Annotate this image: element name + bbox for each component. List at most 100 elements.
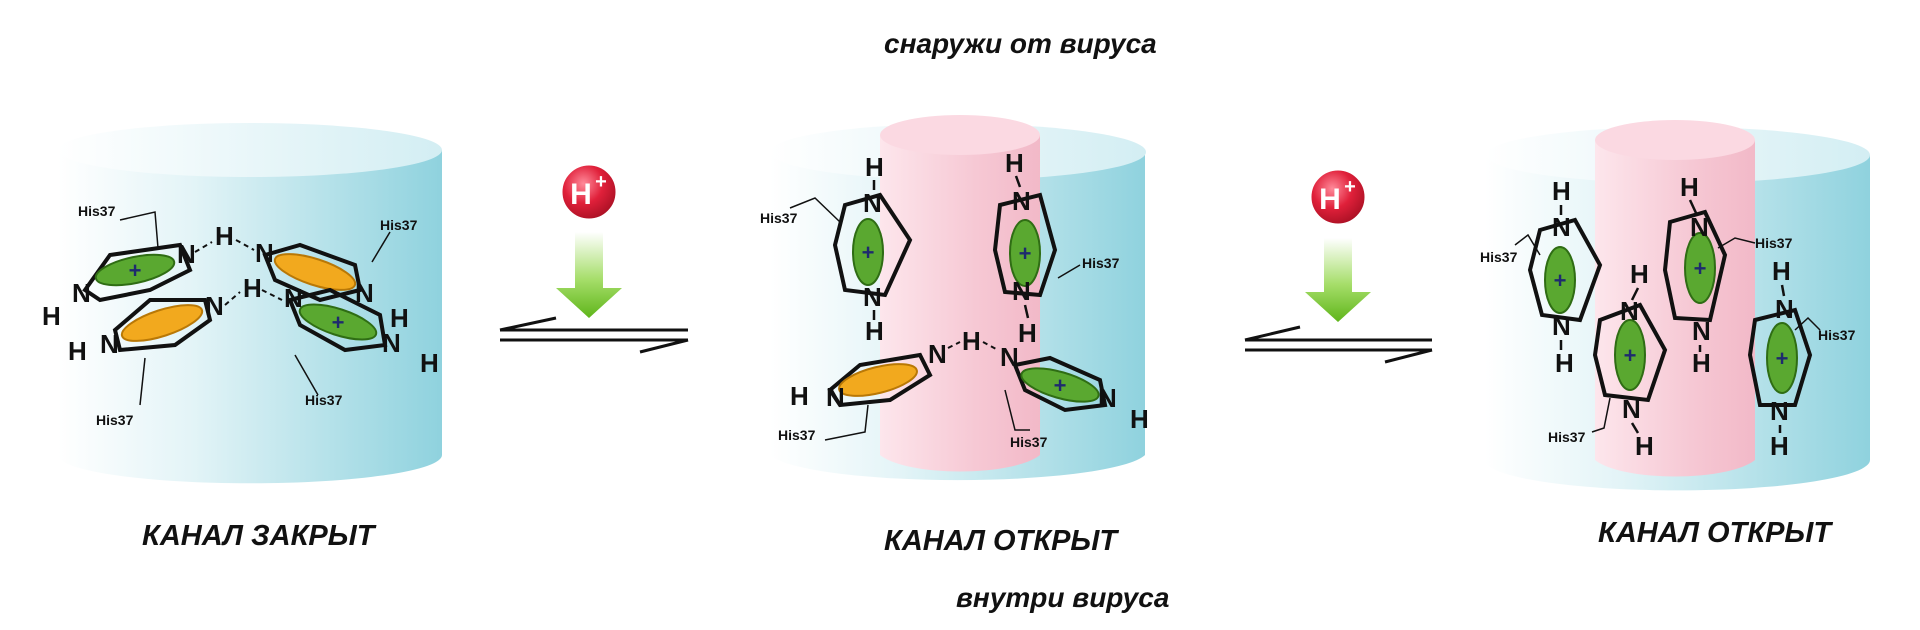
atom-n: N	[255, 238, 274, 268]
residue-label: His37	[305, 392, 343, 408]
equilibrium-arrow-2	[1244, 325, 1433, 364]
residue-label: His37	[1755, 235, 1793, 251]
atom-h: H	[1018, 318, 1037, 348]
state-label-open-1: КАНАЛ ОТКРЫТ	[884, 525, 1118, 557]
his37-ring-open2-c: +	[1592, 302, 1668, 403]
residue-label: His37	[1082, 255, 1120, 271]
atom-h: H	[1630, 259, 1649, 289]
atom-n: N	[1775, 294, 1794, 324]
atom-h: H	[420, 348, 439, 378]
residue-label: His37	[778, 427, 816, 443]
proton-badge-1: H +	[559, 162, 619, 222]
atom-h: H	[215, 221, 234, 251]
atom-n: N	[1692, 316, 1711, 346]
atom-n: N	[1552, 212, 1571, 242]
residue-label: His37	[380, 217, 418, 233]
atom-h: H	[1635, 431, 1654, 461]
channel-cylinder-open-1	[770, 115, 1146, 481]
open1-bonds	[872, 175, 1030, 320]
his37-ring-closed-a: +	[82, 242, 193, 303]
his37-ring-closed-b	[262, 242, 363, 303]
atom-n: N	[284, 283, 303, 313]
closed-atoms: N H N N H N H N N H N H N H	[42, 221, 439, 378]
state-label-closed: КАНАЛ ЗАКРЫТ	[142, 520, 375, 552]
atom-h: H	[1770, 431, 1789, 461]
his37-ring-open1-d: +	[1012, 355, 1108, 413]
open2-bonds	[1559, 199, 1786, 434]
his37-ring-open1-b: +	[992, 192, 1058, 298]
residue-label: His37	[1010, 434, 1048, 450]
atom-h: H	[1552, 176, 1571, 206]
closed-residue-labels: His37 His37 His37 His37	[78, 203, 418, 428]
residue-label: His37	[760, 210, 798, 226]
ring-charge: +	[129, 258, 142, 283]
atom-n: N	[1000, 342, 1019, 372]
atom-h: H	[1680, 172, 1699, 202]
outside-virus-caption: снаружи от вируса	[884, 28, 1157, 59]
his37-ring-open2-b: +	[1662, 209, 1728, 323]
closed-hbonds	[194, 239, 283, 306]
ring-charge: +	[1019, 241, 1032, 266]
atom-h: H	[865, 316, 884, 346]
atom-n: N	[355, 278, 374, 308]
atom-n: N	[1622, 394, 1641, 424]
atom-h: H	[42, 301, 61, 331]
atom-h: H	[243, 273, 262, 303]
atom-n: N	[1620, 296, 1639, 326]
his37-ring-open1-a: +	[832, 192, 913, 298]
residue-label: His37	[1818, 327, 1856, 343]
atom-n: N	[928, 339, 947, 369]
downward-arrow-2	[1305, 238, 1371, 322]
his37-ring-closed-d: +	[287, 287, 388, 353]
ring-charge: +	[1054, 373, 1067, 398]
atom-h: H	[1130, 404, 1149, 434]
residue-label: His37	[1480, 249, 1518, 265]
atom-n: N	[1770, 396, 1789, 426]
open1-residue-labels: His37 His37 His37 His37	[760, 210, 1120, 450]
open2-residue-labels: His37 His37 His37 His37	[1480, 235, 1856, 445]
atom-n: N	[1012, 186, 1031, 216]
proton-symbol: H	[570, 178, 592, 211]
open1-hbonds	[947, 341, 999, 351]
residue-label: His37	[1548, 429, 1586, 445]
atom-n: N	[1552, 311, 1571, 341]
proton-charge: +	[595, 171, 607, 193]
channel-cylinder-open-2	[1485, 120, 1871, 491]
atom-h: H	[390, 303, 409, 333]
atom-n: N	[863, 188, 882, 218]
state-label-open-2: КАНАЛ ОТКРЫТ	[1598, 517, 1832, 549]
atom-h: H	[1692, 348, 1711, 378]
atom-h: H	[865, 152, 884, 182]
atom-h: H	[1772, 256, 1791, 286]
equilibrium-arrow-1	[499, 316, 689, 354]
atom-n: N	[100, 329, 119, 359]
ring-charge: +	[1624, 343, 1637, 368]
open2-side-chains	[1514, 233, 1821, 433]
atom-h: H	[68, 336, 87, 366]
atom-n: N	[382, 328, 401, 358]
atom-h: H	[790, 381, 809, 411]
atom-h: H	[1005, 148, 1024, 178]
his37-ring-open2-a: +	[1527, 217, 1603, 323]
his37-ring-closed-c	[112, 298, 213, 353]
proton-charge: +	[1344, 176, 1356, 198]
downward-arrow-1	[556, 232, 622, 318]
atom-n: N	[1012, 276, 1031, 306]
atom-n: N	[205, 291, 224, 321]
residue-label: His37	[96, 412, 134, 428]
atom-n: N	[826, 382, 845, 412]
atom-h: H	[1555, 348, 1574, 378]
open1-atoms: H N N H H N N H N H N H N N H	[790, 148, 1149, 434]
proton-symbol: H	[1319, 183, 1341, 216]
inside-virus-caption: внутри вируса	[956, 582, 1170, 613]
ring-charge: +	[1554, 268, 1567, 293]
ring-charge: +	[1776, 346, 1789, 371]
his37-ring-open1-c	[827, 352, 933, 408]
open1-side-chains	[789, 197, 1081, 441]
channel-cylinder-closed	[58, 123, 442, 484]
closed-side-chains	[119, 211, 391, 406]
ring-charge: +	[332, 310, 345, 335]
his37-ring-open2-d: +	[1747, 307, 1813, 407]
ring-charge: +	[1694, 256, 1707, 281]
atom-n: N	[863, 282, 882, 312]
